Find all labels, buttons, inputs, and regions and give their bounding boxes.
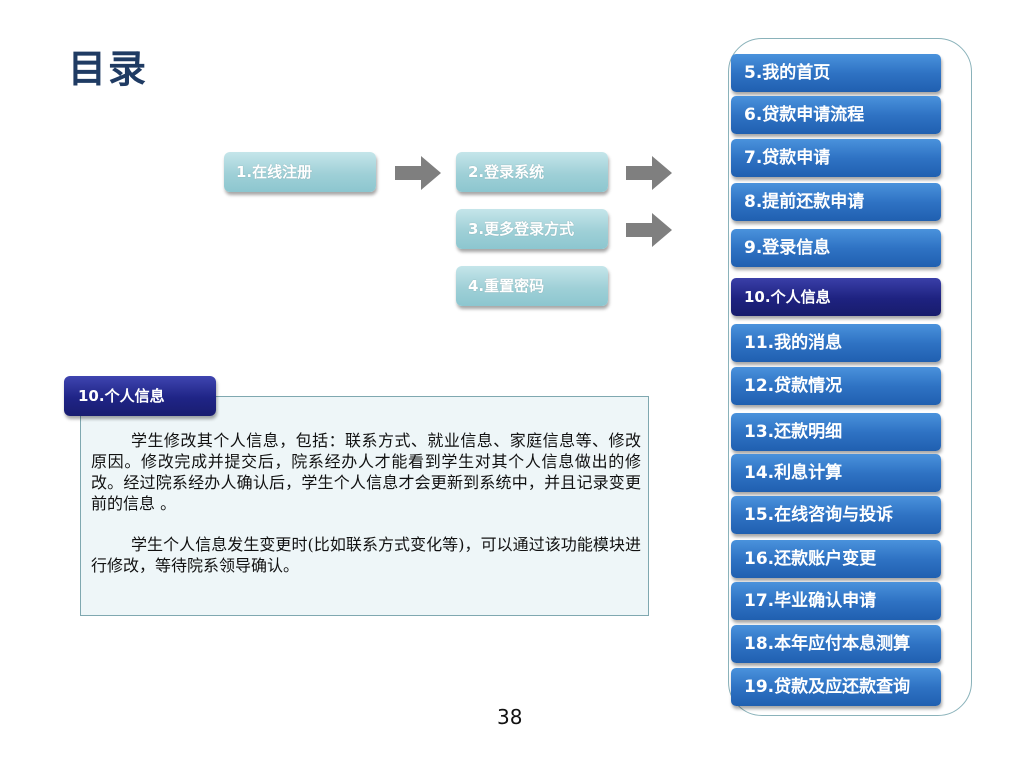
more-login-options-button[interactable]: 3.更多登录方式 [456,209,608,249]
toc-nav-item[interactable]: 5.我的首页 [731,54,941,92]
toc-nav-item[interactable]: 6.贷款申请流程 [731,96,941,134]
toc-nav-item[interactable]: 12.贷款情况 [731,367,941,405]
toc-nav-item[interactable]: 10.个人信息 [731,278,941,316]
login-button[interactable]: 2.登录系统 [456,152,608,192]
page-number: 38 [497,705,523,729]
toc-nav-item[interactable]: 18.本年应付本息测算 [731,625,941,663]
toc-nav-item[interactable]: 9.登录信息 [731,229,941,267]
info-panel [80,396,649,616]
toc-nav-item[interactable]: 8.提前还款申请 [731,183,941,221]
toc-nav-item[interactable]: 16.还款账户变更 [731,540,941,578]
arrow-right-icon [626,156,672,190]
reset-password-button[interactable]: 4.重置密码 [456,266,608,306]
arrow-right-icon [626,213,672,247]
toc-nav-item[interactable]: 13.还款明细 [731,413,941,451]
toc-nav-item[interactable]: 17.毕业确认申请 [731,582,941,620]
toc-nav-item[interactable]: 14.利息计算 [731,454,941,492]
toc-nav-item[interactable]: 19.贷款及应还款查询 [731,668,941,706]
toc-nav-item[interactable]: 11.我的消息 [731,324,941,362]
page-title: 目录 [68,47,149,91]
info-paragraph: 学生修改其个人信息，包括：联系方式、就业信息、家庭信息等、修改原因。修改完成并提… [91,431,641,513]
info-description: 学生修改其个人信息，包括：联系方式、就业信息、家庭信息等、修改原因。修改完成并提… [91,430,641,576]
info-paragraph: 学生个人信息发生变更时(比如联系方式变化等)，可以通过该功能模块进行修改，等待院… [91,535,641,575]
register-button[interactable]: 1.在线注册 [224,152,376,192]
toc-nav-item[interactable]: 15.在线咨询与投诉 [731,496,941,534]
info-tab-label: 10.个人信息 [64,376,216,416]
arrow-right-icon [395,156,441,190]
toc-nav-item[interactable]: 7.贷款申请 [731,139,941,177]
